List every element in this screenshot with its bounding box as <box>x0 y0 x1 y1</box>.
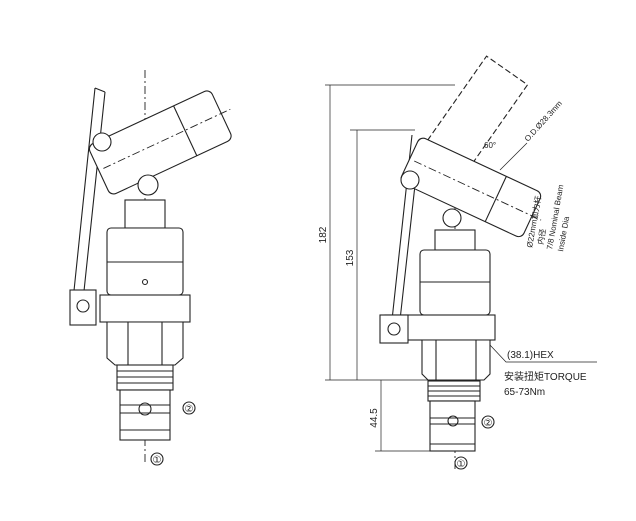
body-hole <box>141 278 149 286</box>
cartridge <box>119 389 171 441</box>
thread-lines <box>117 370 173 384</box>
port2-marker <box>481 415 495 429</box>
torque-label: 安装扭矩TORQUE <box>504 370 587 383</box>
beam-cn2-label: 内径 <box>535 228 548 245</box>
bracket-arm <box>71 87 106 311</box>
port2-hole <box>138 402 152 416</box>
handle-lever <box>400 137 542 238</box>
clip <box>69 289 97 326</box>
port1-label: ① <box>457 459 466 470</box>
pivot-pin <box>137 174 159 196</box>
port2-hole <box>447 415 459 427</box>
hex <box>106 321 184 366</box>
clip <box>379 314 409 344</box>
port1-marker <box>454 456 468 470</box>
flange <box>99 294 191 323</box>
handle-socket-edge <box>484 176 507 222</box>
port1-label: ① <box>153 455 162 466</box>
cartridge-grooves <box>430 417 475 445</box>
pivot-pin <box>92 132 112 152</box>
hex-label: (38.1)HEX <box>507 350 554 361</box>
dim-153: 153 <box>345 249 356 266</box>
pivot-pin <box>442 208 462 228</box>
thread-lines <box>428 385 480 397</box>
port1-marker <box>150 452 164 466</box>
angle-label: 60° <box>484 141 496 150</box>
handle-body <box>400 137 542 238</box>
clip-pin <box>76 299 90 313</box>
dim-182: 182 <box>318 226 329 243</box>
dimension-lines <box>325 84 455 452</box>
od-leader <box>499 142 528 171</box>
clip-pin <box>387 322 401 336</box>
stem <box>124 199 166 229</box>
handle-socket-edge <box>173 105 198 156</box>
hex-leader <box>489 344 597 363</box>
dim-44-5: 44.5 <box>369 408 380 428</box>
handle-centerline <box>414 160 542 221</box>
port2-label: ② <box>185 404 194 415</box>
torque-value: 65-73Nm <box>504 387 545 398</box>
port2-label: ② <box>484 418 493 429</box>
handle-centerline <box>103 108 231 169</box>
pivot-pin <box>400 170 420 190</box>
handle-body <box>88 90 232 195</box>
cartridge-grooves <box>120 404 170 431</box>
right-view: ② ① 182 153 44.5 (38.1)HEX 安装扭矩TORQUE 65… <box>318 55 597 470</box>
od-label: O.D.Ø28.3mm <box>523 99 564 144</box>
port2-marker <box>182 401 196 415</box>
stem <box>434 229 476 251</box>
handle-lever <box>88 90 232 195</box>
hex <box>421 339 491 381</box>
left-view: ② ① <box>69 70 232 466</box>
